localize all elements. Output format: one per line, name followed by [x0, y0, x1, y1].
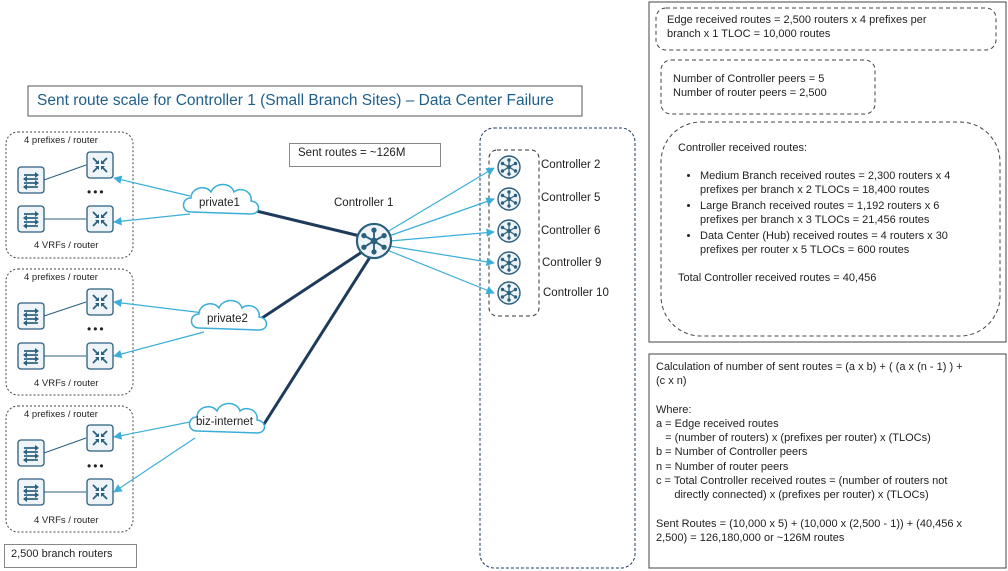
received-routes-item: Medium Branch received routes = 2,300 ro… [700, 169, 950, 197]
switch-icon [17, 478, 45, 506]
prefixes-label: 4 prefixes / router [24, 272, 98, 283]
wan-links [247, 207, 374, 433]
cloud-label: private1 [199, 197, 240, 209]
calc-line: Calculation of number of sent routes = (… [656, 361, 963, 373]
calc-line: Where: [656, 403, 692, 416]
total-received-line: Total Controller received routes = 40,45… [678, 272, 877, 284]
controller10-icon [497, 281, 521, 305]
switch-icon [17, 302, 45, 330]
calc-line [656, 389, 963, 403]
calculation-text: Calculation of number of sent routes = (… [656, 360, 963, 545]
received-routes-list: Medium Branch received routes = 2,300 ro… [678, 169, 950, 257]
vrfs-label: 4 VRFs / router [34, 378, 99, 389]
router-peers-line: Number of router peers = 2,500 [673, 87, 827, 99]
edge-routes-text: Edge received routes = 2,500 routers x 4… [667, 13, 927, 41]
diagram-title: Sent route scale for Controller 1 (Small… [37, 92, 554, 109]
edge-routes-line: branch x 1 TLOC = 10,000 routes [667, 28, 831, 40]
received-routes-item: Data Center (Hub) received routes = 4 ro… [700, 229, 950, 257]
controller-peer-arrows [386, 167, 495, 295]
switch-icon [17, 205, 45, 233]
controllers-frame [479, 127, 636, 569]
controller-label: Controller 2 [541, 159, 601, 171]
controller5-icon [497, 187, 521, 211]
peers-box [660, 59, 876, 115]
branch-group-3-frame [5, 405, 134, 533]
controller6-icon [497, 219, 521, 243]
branch-group-1-frame [5, 131, 134, 259]
calc-line: (c x n) [656, 375, 687, 388]
controller-label: Controller 6 [541, 225, 601, 237]
router-icon [86, 342, 114, 370]
cloud-router-arrows [113, 175, 205, 493]
router-icon [86, 424, 114, 452]
branch-routers-box [4, 544, 137, 568]
calc-line: n = Number of router peers [656, 460, 789, 473]
branch-group-1 [17, 151, 114, 233]
switch-icon [17, 439, 45, 467]
vrfs-label: 4 VRFs / router [34, 240, 99, 251]
controller2-icon [497, 155, 521, 179]
controller-received-text: Controller received routes: Medium Branc… [678, 141, 950, 285]
calc-line: b = Number of Controller peers [656, 446, 808, 459]
calc-line: a = Edge received routes [656, 417, 779, 430]
calc-line: 2,500) = 126,180,000 or ~126M routes [656, 531, 845, 544]
calc-line [656, 503, 963, 517]
calculation-panel [648, 353, 1007, 569]
branch-routers-label: 2,500 branch routers [11, 548, 113, 560]
peers-text: Number of Controller peers = 5 Number of… [673, 72, 827, 100]
router-icon [86, 288, 114, 316]
title-box [27, 85, 583, 117]
received-routes-panel [648, 1, 1007, 343]
ellipsis: ••• [87, 322, 106, 336]
controller-received-box [660, 121, 1001, 337]
controller-received-heading: Controller received routes: [678, 142, 808, 154]
calc-line: c = Total Controller received routes = (… [656, 475, 948, 488]
prefixes-label: 4 prefixes / router [24, 409, 98, 420]
switch-icon [17, 166, 45, 194]
cloud-label: private2 [207, 313, 248, 325]
controller9-icon [497, 251, 521, 275]
edge-routes-box [655, 7, 997, 51]
controller-label: Controller 5 [541, 192, 601, 204]
controller-label: Controller 9 [542, 257, 602, 269]
vrfs-label: 4 VRFs / router [34, 515, 99, 526]
router-icon [86, 205, 114, 233]
sent-routes-label: Sent routes = ~126M [298, 147, 406, 159]
switch-icon [17, 342, 45, 370]
router-icon [86, 478, 114, 506]
ellipsis: ••• [87, 185, 106, 199]
sent-routes-box [289, 143, 441, 167]
calc-line: = (number of routers) x (prefixes per ro… [656, 432, 931, 445]
calc-line: Sent Routes = (10,000 x 5) + (10,000 x (… [656, 517, 963, 530]
prefixes-label: 4 prefixes / router [24, 135, 98, 146]
cloud-label: biz-internet [196, 416, 253, 428]
received-routes-item: Large Branch received routes = 1,192 rou… [700, 199, 950, 227]
branch-group-3 [17, 424, 114, 506]
calc-line: directly connected) x (prefixes per rout… [656, 489, 929, 502]
controller1-icon [355, 222, 393, 260]
edge-routes-line: Edge received routes = 2,500 routers x 4… [667, 14, 927, 26]
controller1-label: Controller 1 [334, 197, 394, 209]
controller-peers-line: Number of Controller peers = 5 [673, 73, 825, 85]
branch-group-2-frame [5, 268, 134, 396]
branch-group-2 [17, 288, 114, 370]
controller-label: Controller 10 [543, 287, 609, 299]
router-icon [86, 151, 114, 179]
ellipsis: ••• [87, 459, 106, 473]
